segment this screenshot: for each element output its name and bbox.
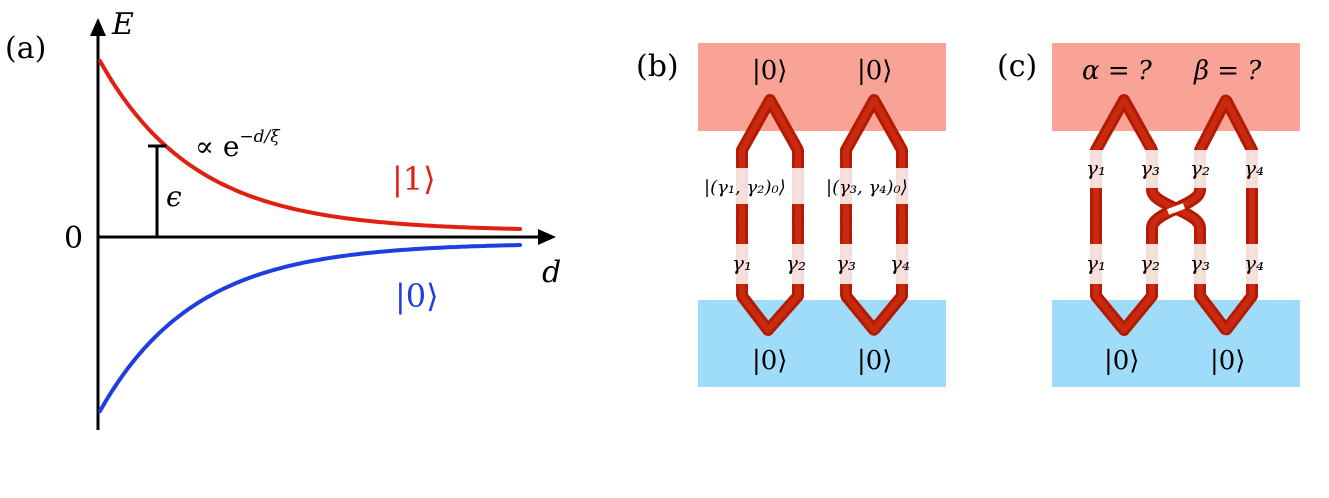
lower-energy-curve <box>98 243 522 413</box>
gap <box>728 244 756 284</box>
bottom-state-c-2: |0⟩ <box>1210 346 1245 376</box>
gap <box>1082 244 1110 284</box>
upper-wire-label-c-1: γ₁ <box>1086 156 1106 180</box>
bottom-state-b-2: |0⟩ <box>857 346 892 376</box>
x-axis-arrow <box>538 229 556 245</box>
zero-label: 0 <box>64 221 83 256</box>
y-axis-arrow <box>90 18 106 36</box>
upper-wire-label-c-2: γ₃ <box>1140 156 1160 180</box>
top-state-b-1: |0⟩ <box>752 56 787 86</box>
bottom-band-b <box>698 300 946 387</box>
bottom-band-c <box>1052 300 1300 387</box>
top-band-b <box>698 43 946 131</box>
gap <box>888 244 916 284</box>
pair-label-b-2: |(γ₃, γ₄)₀⟩ <box>826 177 908 198</box>
crossing-gap <box>1166 203 1186 215</box>
gap <box>1238 150 1266 188</box>
top-state-c-2: β = ? <box>1193 56 1262 86</box>
gap <box>822 168 946 204</box>
splitting-label: ϵ <box>166 180 182 213</box>
upper-state-label: |1⟩ <box>392 160 436 198</box>
wire-label-b-2: γ₂ <box>786 251 806 275</box>
upper-energy-curve <box>98 59 522 231</box>
gap <box>784 244 812 284</box>
lower-wire-label-c-2: γ₂ <box>1140 251 1160 275</box>
lower-wire-label-c-3: γ₃ <box>1190 251 1210 275</box>
gap <box>1238 244 1266 284</box>
bottom-state-b-1: |0⟩ <box>752 346 787 376</box>
top-state-b-2: |0⟩ <box>857 56 892 86</box>
gap <box>700 168 816 204</box>
gap <box>1186 244 1214 284</box>
lower-wire-label-c-1: γ₁ <box>1086 251 1106 275</box>
braided-wires <box>1090 94 1258 336</box>
wire-loop-1-core <box>739 97 801 333</box>
gap <box>1138 244 1166 284</box>
panel-c: (c) α = ? β = ? |0⟩ |0⟩ γ₁ γ₃ γ₂ γ₄ γ₁ γ… <box>997 43 1300 387</box>
scaling-label: ∝ e−d/ξ <box>195 127 281 163</box>
upper-wire-label-c-4: γ₄ <box>1244 156 1264 180</box>
wire-label-b-3: γ₃ <box>836 251 856 275</box>
panel-a: (a) E d 0 ϵ ∝ e−d/ξ |1⟩ |0⟩ <box>5 7 561 430</box>
lower-state-label: |0⟩ <box>395 277 439 315</box>
top-band-c <box>1052 43 1300 131</box>
panel-a-label: (a) <box>5 31 46 66</box>
wire-label-b-1: γ₁ <box>732 251 752 275</box>
top-state-c-1: α = ? <box>1082 56 1153 86</box>
y-axis-label: E <box>111 7 134 42</box>
panel-c-label: (c) <box>997 49 1037 84</box>
pair-label-b-1: |(γ₁, γ₂)₀⟩ <box>704 177 786 198</box>
panel-b-label: (b) <box>636 49 679 84</box>
wire-label-b-4: γ₄ <box>890 251 910 275</box>
gap <box>1186 150 1214 188</box>
gap <box>832 244 860 284</box>
x-axis-label: d <box>542 255 561 290</box>
panel-b: (b) |0⟩ |0⟩ |0⟩ |0⟩ |(γ₁, γ₂)₀⟩ |(γ₃, γ₄… <box>636 43 946 387</box>
upper-wire-label-c-3: γ₂ <box>1190 156 1210 180</box>
gap <box>1082 150 1110 188</box>
lower-wire-label-c-4: γ₄ <box>1244 251 1264 275</box>
bottom-state-c-1: |0⟩ <box>1104 346 1139 376</box>
wire-loop-2-core <box>843 97 905 333</box>
gap <box>1138 150 1166 188</box>
